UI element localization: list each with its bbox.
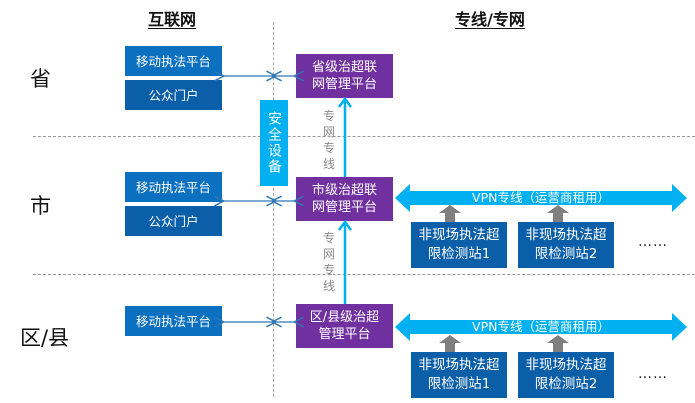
city-management-platform: 市级治超联 网管理平台 [296, 177, 393, 221]
city-station-1-line1: 非现场执法超 [418, 227, 500, 243]
city-station1-uplink-arrow [439, 205, 461, 222]
province-management-platform: 省级治超联 网管理平台 [296, 54, 393, 98]
province-public-portal: 公众门户 [125, 80, 222, 110]
district-vpn-label: VPN专线（运营商租用） [472, 319, 610, 334]
city-mobile-platform: 移动执法平台 [125, 172, 222, 202]
district-station-1-line1: 非现场执法超 [418, 357, 500, 373]
level-province-label: 省 [30, 67, 51, 91]
district-station-1-line2: 限检测站1 [427, 376, 491, 392]
city-more-stations-ellipsis: …… [638, 234, 668, 250]
district-vpn-bar [395, 313, 687, 341]
district-to-city-link-label: 专网专线 [322, 231, 335, 293]
network-boundary-line [273, 22, 274, 397]
province-management-platform-line1: 省级治超联 [311, 60, 377, 75]
city-public-portal: 公众门户 [125, 206, 222, 236]
district-management-platform-line2: 管理平台 [318, 327, 371, 342]
district-more-stations-ellipsis: …… [638, 366, 668, 382]
province-management-platform-line2: 网管理平台 [311, 77, 377, 92]
city-to-province-uplink-arrow [338, 96, 352, 177]
city-management-platform-line1: 市级治超联 [311, 183, 377, 198]
district-mobile-platform: 移动执法平台 [125, 306, 222, 336]
level-divider-province-city [33, 136, 695, 137]
city-vpn-label: VPN专线（运营商租用） [472, 190, 610, 205]
district-station-1: 非现场执法超 限检测站1 [411, 352, 507, 398]
level-divider-city-district [33, 274, 695, 275]
district-management-platform: 区/县级治超 管理平台 [296, 304, 393, 348]
district-station-2-line1: 非现场执法超 [525, 357, 607, 373]
city-to-province-link-label: 专网专线 [322, 109, 335, 171]
province-mobile-platform: 移动执法平台 [125, 46, 222, 76]
city-station-1-line2: 限检测站1 [427, 246, 491, 262]
internet-header: 互联网 [148, 10, 197, 29]
city-station-2-line1: 非现场执法超 [525, 227, 607, 243]
security-device-label: 安全设备 [266, 111, 282, 175]
city-station-1: 非现场执法超 限检测站1 [411, 222, 507, 268]
city-station2-uplink-arrow [547, 205, 569, 222]
district-station2-uplink-arrow [547, 335, 569, 352]
city-station-2-line2: 限检测站2 [534, 246, 598, 262]
city-station-2: 非现场执法超 限检测站2 [518, 222, 614, 268]
district-management-platform-line1: 区/县级治超 [309, 310, 380, 325]
district-station-2: 非现场执法超 限检测站2 [518, 352, 614, 398]
level-city-label: 市 [30, 194, 51, 218]
district-station-2-line2: 限检测站2 [534, 376, 598, 392]
private-network-header: 专线/专网 [455, 10, 525, 29]
city-vpn-bar [395, 184, 687, 212]
security-device: 安全设备 [260, 100, 288, 186]
district-to-city-uplink-arrow [338, 219, 352, 304]
city-management-platform-line2: 网管理平台 [311, 200, 377, 215]
district-station1-uplink-arrow [439, 335, 461, 352]
level-district-label: 区/县 [20, 326, 70, 350]
